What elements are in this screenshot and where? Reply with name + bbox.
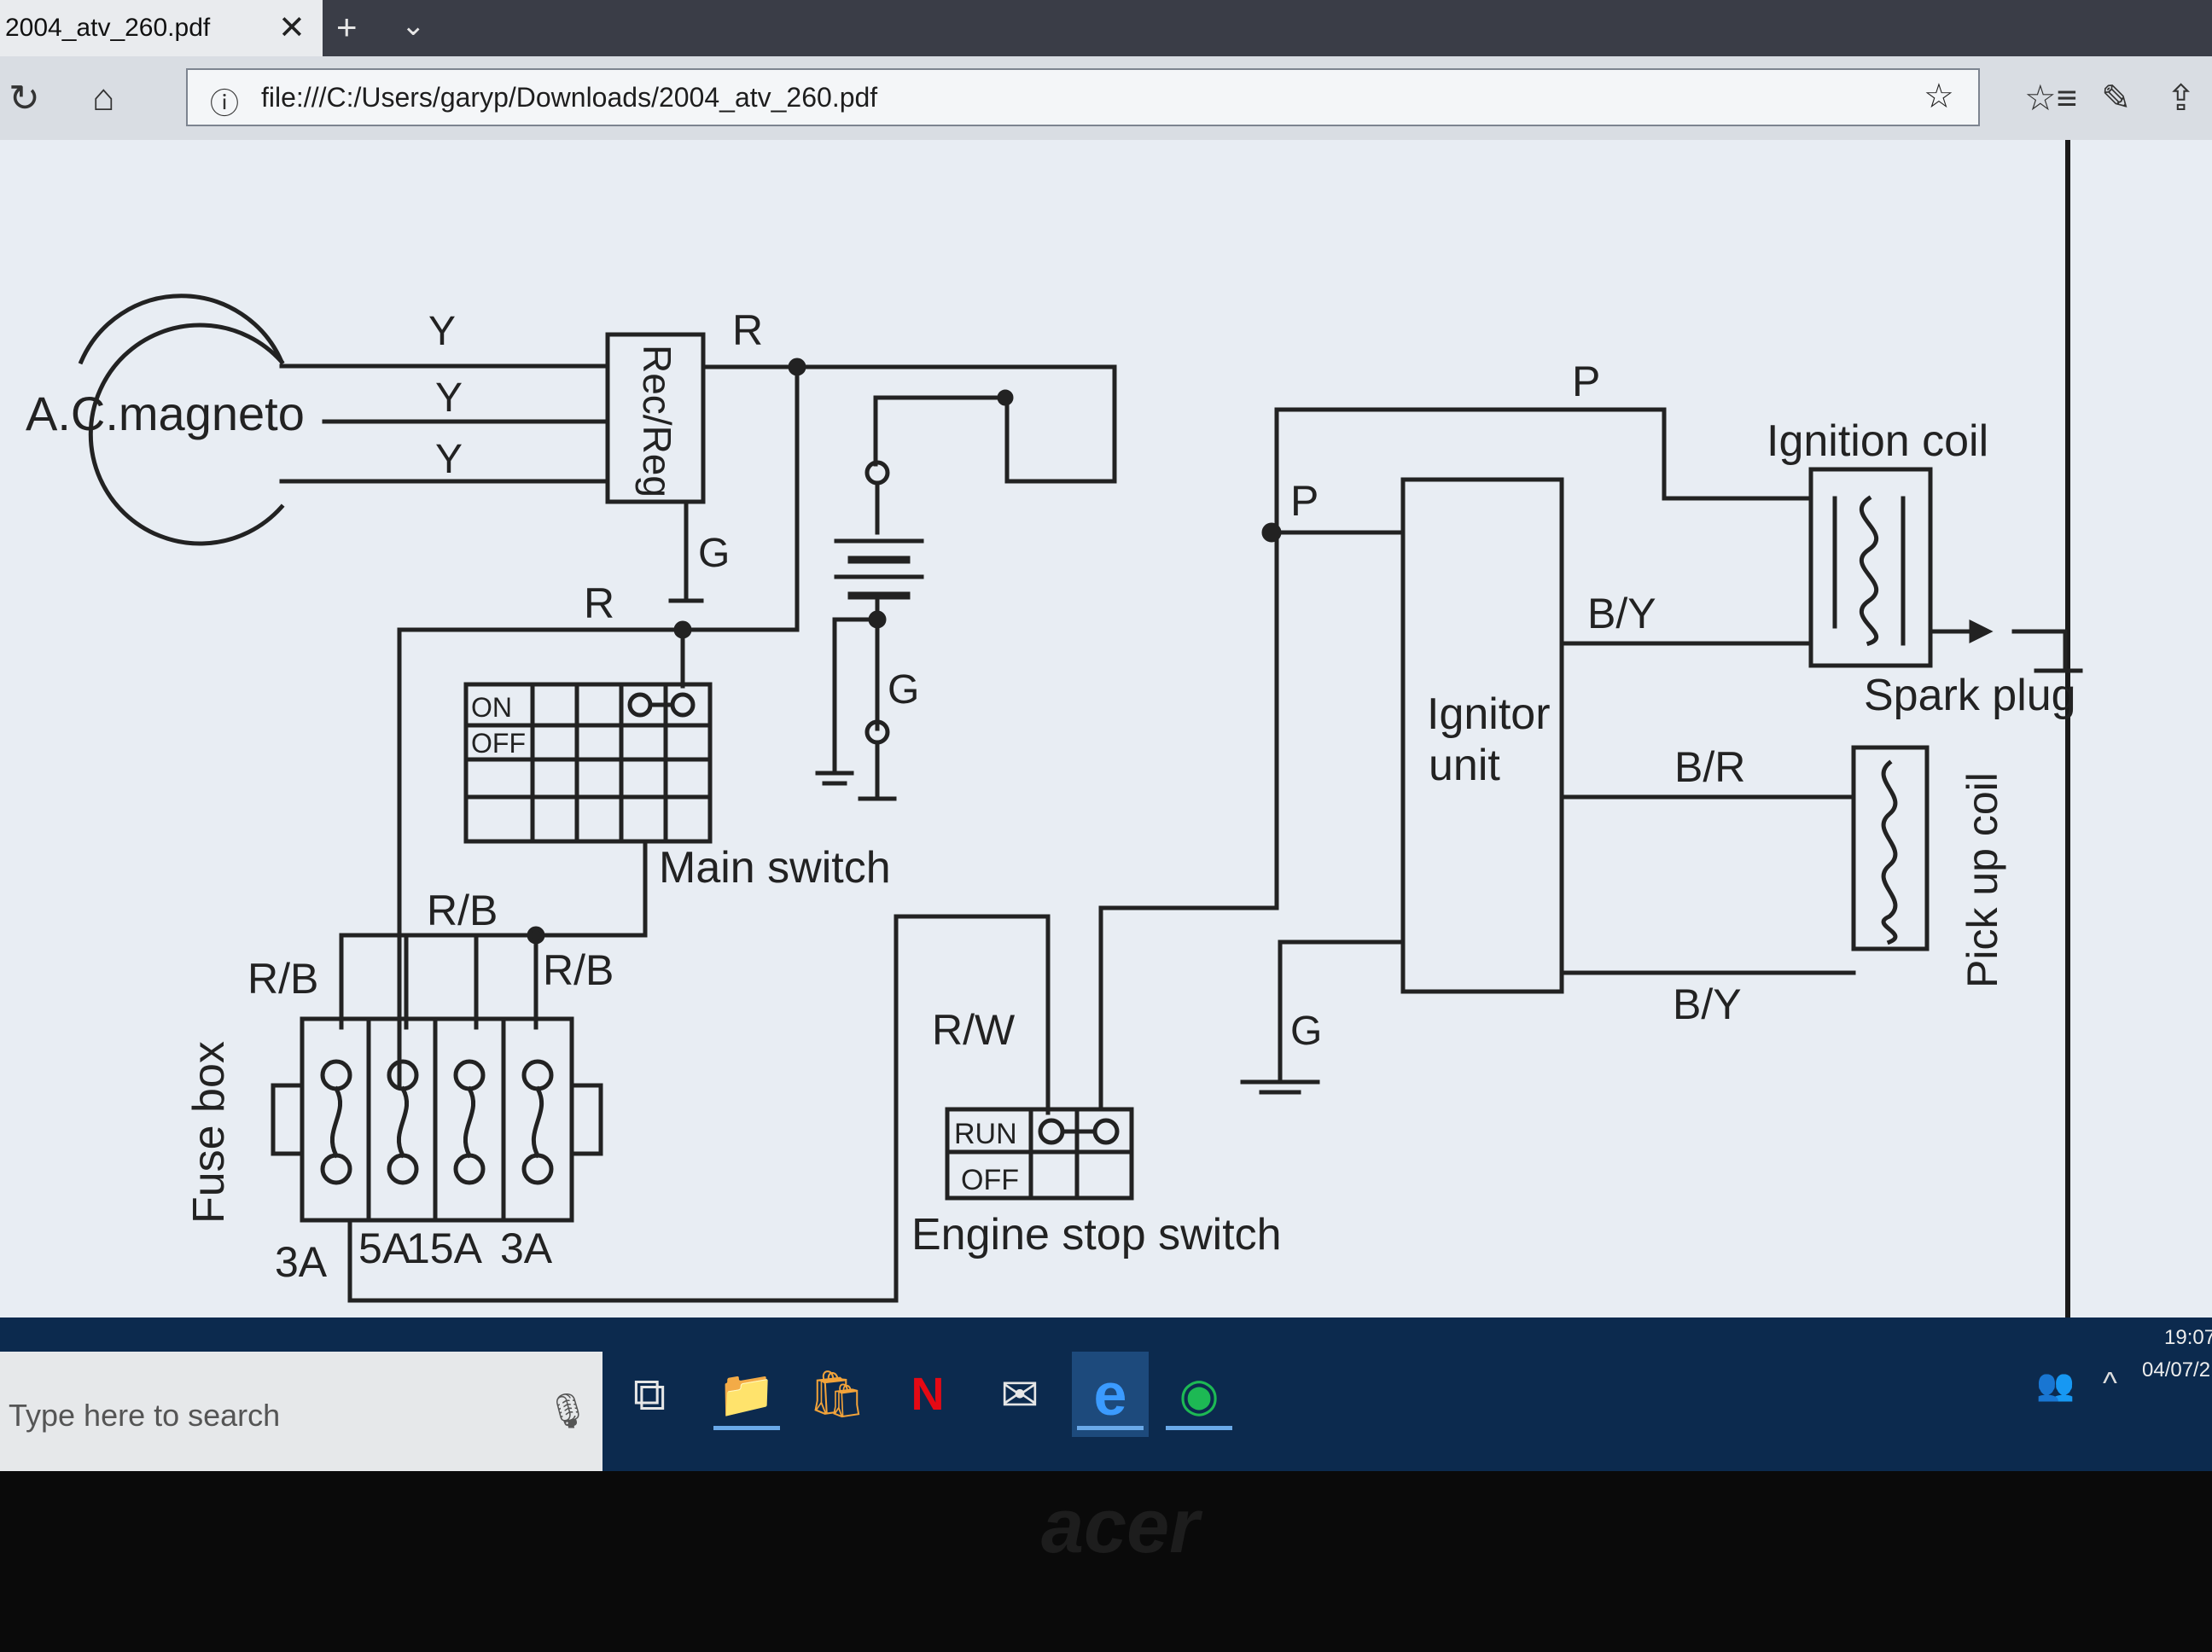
edge-icon[interactable]: e	[1072, 1352, 1149, 1437]
fuse-box	[271, 1016, 603, 1223]
ac-magneto	[78, 294, 285, 546]
tab-active[interactable]: 2004_atv_260.pdf ✕	[0, 0, 323, 56]
label-wire-br: B/R	[1674, 743, 1745, 791]
label-wire-r-left: R	[584, 579, 614, 627]
info-icon[interactable]: ⓘ	[210, 88, 239, 120]
edge-glyph: e	[1093, 1361, 1127, 1428]
label-engine-stop-switch: Engine stop switch	[911, 1210, 1282, 1259]
store-icon[interactable]: 🛍	[807, 1368, 867, 1420]
label-wire-by-bottom: B/Y	[1673, 980, 1742, 1028]
microphone-icon[interactable]: 🎙	[546, 1393, 590, 1430]
page-edge	[2065, 140, 2070, 1318]
navigation-bar: ↻ ⌂ ⓘ file:///C:/Users/garyp/Downloads/2…	[0, 56, 2212, 142]
tab-bar: 2004_atv_260.pdf ✕ + ⌄	[0, 0, 2212, 56]
show-hidden-icons-chevron-icon[interactable]: ^	[2103, 1365, 2117, 1400]
pickup-coil	[1851, 745, 1930, 951]
label-wire-rb-top: R/B	[427, 887, 498, 934]
spotify-icon[interactable]: ◉	[1161, 1352, 1237, 1437]
home-icon[interactable]: ⌂	[92, 77, 115, 119]
search-box[interactable]: Type here to search 🎙	[0, 1352, 602, 1471]
spotify-glyph: ◉	[1179, 1369, 1220, 1421]
windows-taskbar: Type here to search 🎙 ⧉ 📁 🛍 N ✉ e ◉ 👥 ^ …	[0, 1318, 2212, 1471]
pdf-viewport[interactable]: A.C.magneto Y Y Y Rec/Reg R	[0, 140, 2212, 1318]
mail-icon[interactable]: ✉	[1000, 1369, 1039, 1421]
label-main-switch: Main switch	[659, 843, 891, 893]
label-battery-ground: G	[888, 667, 919, 713]
label-ac-magneto: A.C.magneto	[26, 387, 305, 440]
tab-list-chevron-icon[interactable]: ⌄	[401, 9, 426, 42]
close-tab-icon[interactable]: ✕	[278, 10, 306, 46]
label-spark-plug: Spark plug	[1864, 671, 2076, 720]
label-ignition-coil: Ignition coil	[1767, 416, 1988, 466]
file-explorer-glyph: 📁	[718, 1368, 776, 1420]
label-main-switch-off: OFF	[471, 728, 526, 759]
label-rec-reg: Rec/Reg	[635, 345, 679, 497]
new-tab-button[interactable]: +	[336, 7, 358, 47]
label-wire-y-1: Y	[428, 309, 456, 354]
share-icon[interactable]: ⇪	[2166, 78, 2197, 118]
file-explorer-active-indicator	[713, 1426, 780, 1430]
label-fuse-3a-right: 3A	[500, 1224, 553, 1272]
label-wire-rw: R/W	[932, 1006, 1016, 1054]
acer-logo: acer	[1041, 1484, 1200, 1569]
clock-date[interactable]: 04/07/2	[2142, 1358, 2211, 1382]
edge-active-indicator	[1077, 1426, 1144, 1430]
label-wire-p-left: P	[1290, 477, 1318, 525]
ignition-coil	[1808, 467, 1933, 668]
wiring-diagram: A.C.magneto Y Y Y Rec/Reg R	[26, 294, 2083, 1303]
label-wire-g-rec: G	[698, 531, 730, 576]
label-main-switch-on: ON	[471, 692, 512, 723]
pen-icon[interactable]: ✎	[2101, 78, 2132, 118]
laptop-bezel: acer	[0, 1471, 2212, 1652]
label-wire-y-3: Y	[435, 437, 463, 482]
search-input[interactable]: Type here to search	[9, 1398, 281, 1433]
netflix-icon[interactable]: N	[911, 1369, 945, 1420]
favorites-list-icon[interactable]: ☆≡	[2024, 78, 2078, 118]
label-fuse-3a-left: 3A	[275, 1238, 328, 1286]
label-wire-p-top: P	[1572, 358, 1600, 405]
label-wire-r-top: R	[732, 306, 763, 354]
label-wire-y-2: Y	[435, 375, 463, 421]
address-bar[interactable]: ⓘ file:///C:/Users/garyp/Downloads/2004_…	[186, 68, 1980, 126]
clock-time[interactable]: 19:07	[2164, 1326, 2212, 1349]
tab-title: 2004_atv_260.pdf	[5, 14, 211, 42]
address-url[interactable]: file:///C:/Users/garyp/Downloads/2004_at…	[261, 82, 878, 113]
ignitor-unit	[1400, 477, 1564, 994]
label-fuse-box: Fuse box	[184, 1041, 234, 1224]
spotify-active-indicator	[1166, 1426, 1232, 1430]
people-icon[interactable]: 👥	[2036, 1367, 2075, 1402]
label-engine-stop-off: OFF	[961, 1164, 1019, 1196]
label-wire-g-ignitor: G	[1290, 1009, 1322, 1054]
label-ignitor: Ignitor	[1427, 689, 1551, 739]
label-engine-stop-run: RUN	[954, 1118, 1017, 1150]
refresh-icon[interactable]: ↻	[9, 78, 40, 119]
label-fuse-5a: 5A	[358, 1224, 411, 1272]
label-fuse-15a: 15A	[406, 1224, 483, 1272]
label-wire-rb-left: R/B	[247, 955, 318, 1003]
file-explorer-icon[interactable]: 📁	[708, 1352, 785, 1437]
label-unit: unit	[1429, 741, 1500, 790]
label-wire-rb-right: R/B	[543, 946, 614, 994]
engine-stop-switch	[945, 1107, 1134, 1201]
rectifier-regulator	[605, 332, 706, 504]
main-switch	[463, 682, 713, 844]
task-view-icon[interactable]: ⧉	[632, 1368, 667, 1420]
label-wire-by-top: B/Y	[1587, 590, 1656, 637]
favorite-star-icon[interactable]: ☆	[1924, 78, 1954, 115]
battery	[815, 460, 924, 801]
label-pickup-coil: Pick up coil	[1959, 772, 2006, 988]
